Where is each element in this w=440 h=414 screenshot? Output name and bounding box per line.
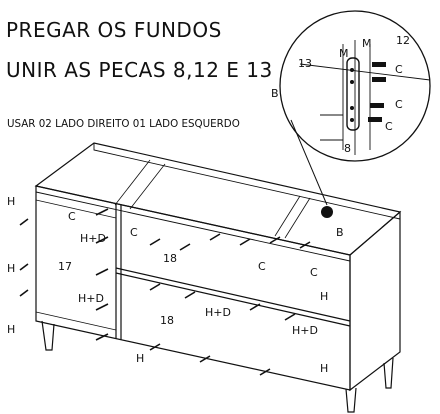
label-b-cabinet: B	[336, 226, 344, 239]
label-c-2: C	[130, 226, 138, 239]
label-m-2: M	[362, 37, 372, 50]
leg-back-right	[383, 357, 394, 389]
label-c-1: C	[68, 210, 76, 223]
label-c-3: C	[258, 260, 266, 273]
label-panel-18-bottom: 18	[160, 314, 174, 327]
title-line-1: PREGAR OS FUNDOS	[6, 18, 222, 42]
label-h-5: H	[320, 362, 328, 375]
cabinet-side	[349, 210, 401, 392]
title-line-2: UNIR AS PECAS 8,12 E 13	[6, 58, 273, 82]
instruction-note: USAR 02 LADO DIREITO 01 LADO ESQUERDO	[7, 118, 240, 130]
label-hd-2: H+D	[78, 292, 104, 305]
label-h-2: H	[7, 262, 15, 275]
label-panel-17: 17	[58, 260, 72, 273]
detail-circle	[279, 10, 431, 162]
leg-front-right	[345, 387, 357, 413]
label-m-1: M	[339, 47, 349, 60]
label-part-12: 12	[396, 34, 410, 47]
label-part-13: 13	[298, 57, 312, 70]
label-h-6: H	[136, 352, 144, 365]
label-b-detail: B	[271, 87, 279, 100]
cabinet-front	[35, 185, 351, 391]
label-hd-3: H+D	[205, 306, 231, 319]
label-c-detail-2: C	[395, 98, 403, 111]
label-part-8: 8	[344, 142, 351, 155]
label-hd-1: H+D	[80, 232, 106, 245]
label-c-4: C	[310, 266, 318, 279]
label-c-detail-3: C	[385, 120, 393, 133]
label-panel-18-top: 18	[163, 252, 177, 265]
label-h-1: H	[7, 195, 15, 208]
label-hd-4: H+D	[292, 324, 318, 337]
label-c-detail-1: C	[395, 63, 403, 76]
label-h-3: H	[7, 323, 15, 336]
leg-front-left	[41, 320, 55, 351]
label-h-4: H	[320, 290, 328, 303]
